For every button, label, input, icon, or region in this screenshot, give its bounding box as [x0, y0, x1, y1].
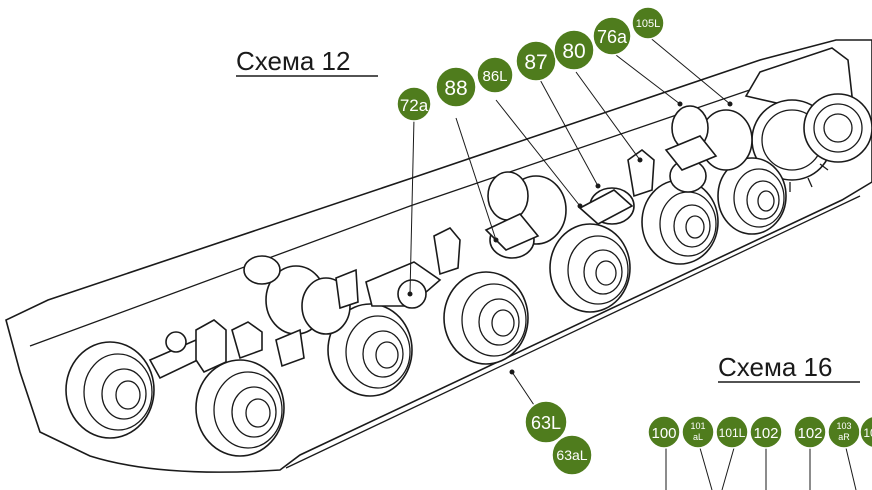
svg-text:87: 87	[524, 51, 547, 74]
svg-text:101L: 101L	[719, 426, 746, 440]
scheme-12-title: Схема 12	[236, 46, 350, 76]
scheme-16-title: Схема 16	[718, 352, 832, 382]
road-wheel-7	[717, 157, 787, 235]
road-wheel-2	[195, 359, 285, 457]
road-wheel-3	[327, 303, 413, 397]
callout-101al: 101 aL	[681, 415, 715, 449]
svg-text:88: 88	[444, 77, 467, 100]
svg-text:72a: 72a	[400, 96, 429, 115]
callout-88: 88	[435, 66, 477, 108]
svg-text:aR: aR	[838, 432, 850, 442]
svg-text:63L: 63L	[531, 413, 561, 433]
callout-105l: 105L	[631, 6, 665, 40]
svg-text:101: 101	[690, 421, 705, 431]
callout-63l: 63L	[524, 400, 568, 444]
svg-text:76a: 76a	[597, 27, 628, 47]
callout-72a: 72a	[396, 86, 432, 122]
svg-text:103: 103	[836, 421, 851, 431]
road-wheel-6	[641, 179, 719, 265]
svg-text:10: 10	[863, 426, 872, 440]
leader-lines	[407, 35, 857, 490]
svg-text:102: 102	[753, 425, 778, 442]
suspension-units	[148, 105, 753, 380]
svg-text:102: 102	[797, 425, 822, 442]
callout-86l: 86L	[476, 56, 514, 94]
road-wheel-4	[443, 271, 529, 365]
callout-100: 100	[647, 415, 681, 449]
road-wheel-5	[549, 223, 631, 313]
svg-text:80: 80	[562, 40, 585, 63]
callout-103ar: 103 aR	[827, 415, 861, 449]
svg-text:63aL: 63aL	[556, 447, 587, 463]
drive-sprocket	[744, 47, 872, 192]
callout-102-second: 102	[793, 415, 827, 449]
callout-102-first: 102	[749, 415, 783, 449]
callout-101l: 101L	[715, 415, 749, 449]
svg-text:105L: 105L	[636, 18, 660, 30]
svg-text:86L: 86L	[482, 68, 507, 85]
svg-text:100: 100	[651, 425, 676, 442]
svg-text:aL: aL	[693, 432, 703, 442]
callout-63al: 63aL	[551, 434, 593, 476]
callout-80: 80	[553, 29, 595, 71]
callout-87: 87	[515, 40, 557, 82]
callout-76a: 76a	[592, 16, 632, 56]
road-wheel-1	[65, 341, 155, 439]
callout-partial: 10	[859, 415, 872, 449]
